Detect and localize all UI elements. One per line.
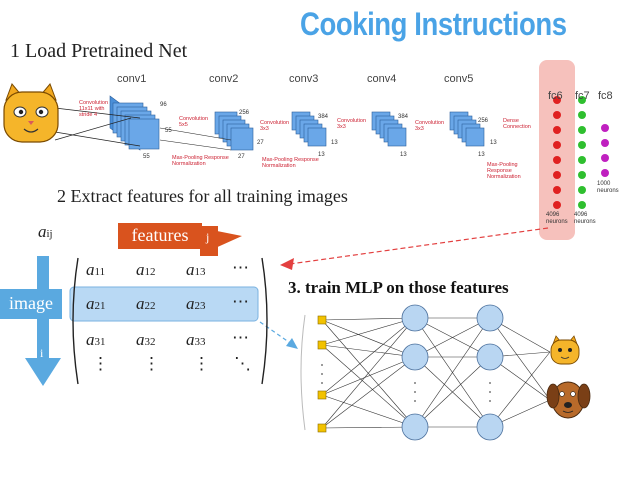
conv1-block xyxy=(109,95,160,151)
dim-384a: 384 xyxy=(318,114,329,120)
dim-13a: 13 xyxy=(331,140,338,146)
feature-transfer-arrow xyxy=(289,227,549,265)
row-to-mlp-arrow xyxy=(259,321,294,346)
matrix-cell-dots-r1: ⋯ xyxy=(232,258,249,277)
dim-55a: 55 xyxy=(165,128,172,134)
dim-256b: 256 xyxy=(478,118,489,124)
mlp-hidden-ellipsis xyxy=(414,382,491,402)
matrix-cell-a32: a32 xyxy=(136,330,156,349)
layer-label-conv2: conv2 xyxy=(209,73,239,85)
mlp-input-brace xyxy=(300,314,306,431)
fc-annotation: Dense Connection xyxy=(503,118,531,130)
mlp-edges xyxy=(321,317,551,429)
matrix-cell-dots-r2: ⋯ xyxy=(232,292,249,311)
matrix-cell-a11: a11 xyxy=(86,260,106,279)
conv5-annotation: Convolution 3x3 xyxy=(415,120,445,132)
conv3-annotation: Convolution 3x3 xyxy=(260,120,290,132)
output-cat-icon xyxy=(550,335,580,365)
dim-13e: 13 xyxy=(478,152,485,158)
dim-13c: 13 xyxy=(400,152,407,158)
matrix-cell-vdots-c2: ⋮ xyxy=(143,354,160,373)
layer-label-fc7: fc7 xyxy=(575,90,590,102)
matrix-cell-vdots-c3: ⋮ xyxy=(193,354,210,373)
image-label: image xyxy=(0,289,62,319)
fc8-size: 1000 neurons xyxy=(597,181,619,194)
conv1-annotation: Convolution 11x11 with stride 4 xyxy=(79,100,109,118)
matrix-cell-a22: a22 xyxy=(136,294,156,313)
step-1-label: 1 Load Pretrained Net xyxy=(10,40,188,62)
layer-label-conv1: conv1 xyxy=(117,73,147,85)
fc7-nodes xyxy=(578,96,586,209)
i-label: i xyxy=(40,346,44,360)
aij-label: aij xyxy=(38,222,53,241)
dim-13d: 13 xyxy=(490,140,497,146)
step-3-label: 3. train MLP on those features xyxy=(288,278,509,297)
fc8-nodes xyxy=(601,124,609,177)
layer-label-fc8: fc8 xyxy=(598,90,613,102)
mlp-hidden-layer-1 xyxy=(401,304,429,441)
matrix-cell-vdots-c1: ⋮ xyxy=(92,354,109,373)
conv2-annotation: Convolution 5x5 xyxy=(179,116,209,128)
matrix-cell-ddots: ⋱ xyxy=(234,354,251,373)
conv3-block xyxy=(291,111,327,147)
matrix-cell-a31: a31 xyxy=(86,330,106,349)
matrix-cell-a23: a23 xyxy=(186,294,206,313)
dim-13b: 13 xyxy=(318,152,325,158)
dim-256a: 256 xyxy=(239,110,250,116)
page-title: Cooking Instructions xyxy=(300,6,567,42)
output-dog-icon xyxy=(546,381,591,419)
conv4-annotation: Convolution 3x3 xyxy=(337,118,367,130)
matrix-row-highlight xyxy=(69,286,259,322)
conv5-block xyxy=(449,111,485,147)
pool5-annotation: Max-Pooling Response Normalization xyxy=(487,162,521,180)
layer-label-conv3: conv3 xyxy=(289,73,319,85)
matrix-cell-a13: a13 xyxy=(186,260,206,279)
matrix-right-bracket xyxy=(261,257,268,385)
pool2-annotation: Max-Pooling Response Normalization xyxy=(262,157,319,169)
conv2-block xyxy=(214,111,254,151)
features-label: features xyxy=(118,223,202,249)
dim-55b: 55 xyxy=(143,154,150,160)
fc7-size: 4096 neurons xyxy=(574,212,596,225)
dim-27a: 27 xyxy=(257,140,264,146)
matrix-cell-a33: a33 xyxy=(186,330,206,349)
fc6-nodes xyxy=(553,96,561,209)
conv4-block xyxy=(371,111,407,147)
dim-96: 96 xyxy=(160,102,167,108)
j-label: j xyxy=(206,230,210,244)
layer-label-conv5: conv5 xyxy=(444,73,474,85)
matrix-cell-a12: a12 xyxy=(136,260,156,279)
image-arrow-head xyxy=(25,358,61,386)
cat-face-icon xyxy=(3,83,59,143)
matrix-cell-dots-r3: ⋯ xyxy=(232,328,249,347)
mlp-input-ellipsis xyxy=(321,364,323,384)
matrix-cell-a21: a21 xyxy=(86,294,106,313)
matrix-left-bracket xyxy=(72,257,79,385)
dim-384b: 384 xyxy=(398,114,409,120)
layer-label-conv4: conv4 xyxy=(367,73,397,85)
mlp-input-nodes xyxy=(317,315,327,433)
layer-label-fc6: fc6 xyxy=(548,90,563,102)
mlp-hidden-layer-2 xyxy=(476,304,504,441)
dim-27b: 27 xyxy=(238,154,245,160)
fc6-highlight xyxy=(539,60,575,240)
step-2-label: 2 Extract features for all training imag… xyxy=(57,186,348,206)
fc6-size: 4096 neurons xyxy=(546,212,568,225)
pool1-annotation: Max-Pooling Response Normalization xyxy=(172,155,229,167)
